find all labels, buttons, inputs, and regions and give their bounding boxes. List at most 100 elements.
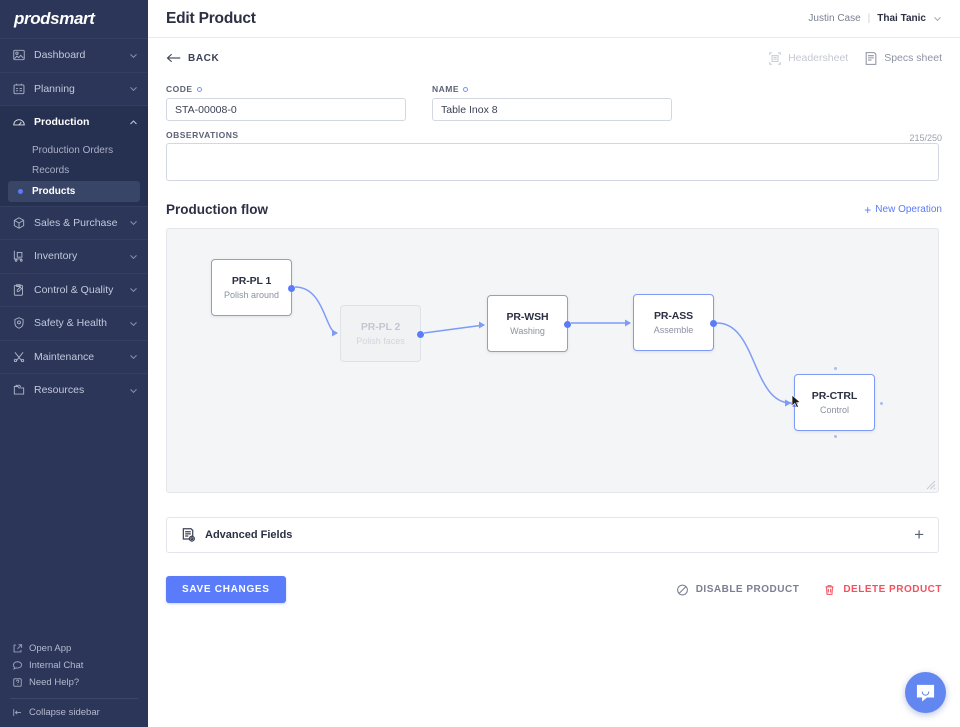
flow-node-pr-pl-1[interactable]: PR-PL 1 Polish around xyxy=(211,259,295,316)
collapse-arrow-icon xyxy=(13,709,21,716)
node-port-top[interactable] xyxy=(834,367,837,370)
box-icon xyxy=(13,216,25,229)
flow-node-desc: Assemble xyxy=(653,325,694,335)
chevron-down-icon xyxy=(130,321,137,326)
disable-product-label: DISABLE PRODUCT xyxy=(695,584,800,595)
observations-label-row: OBSERVATIONS 215/250 xyxy=(166,130,942,143)
save-changes-button[interactable]: SAVE CHANGES xyxy=(166,576,286,603)
separator: | xyxy=(867,13,871,24)
headersheet-button[interactable]: Headersheet xyxy=(768,51,848,66)
flow-node-desc: Polish around xyxy=(223,290,280,300)
sidebar-label-products: Products xyxy=(32,185,76,197)
expand-plus-icon[interactable]: + xyxy=(914,525,924,544)
node-port-right-small[interactable] xyxy=(880,402,883,405)
external-link-icon xyxy=(13,644,23,653)
production-flow-canvas[interactable]: PR-PL 1 Polish around PR-PL 2 Polish fac… xyxy=(166,228,939,493)
specs-sheet-button[interactable]: Specs sheet xyxy=(864,51,942,66)
main-area: Edit Product Justin Case | Thai Tanic BA… xyxy=(148,0,960,727)
chat-launcher-button[interactable] xyxy=(905,672,946,713)
sidebar-item-records[interactable]: Records xyxy=(0,161,148,181)
chat-launcher-icon xyxy=(916,684,935,701)
clipboard-pen-icon xyxy=(13,284,23,296)
name-input[interactable]: Table Inox 8 xyxy=(432,98,672,121)
content: CODE STA-00008-0 NAME Table Inox 8 xyxy=(148,84,960,603)
sidebar-item-dashboard[interactable]: Dashboard xyxy=(0,38,148,72)
advanced-fields-panel[interactable]: Advanced Fields + xyxy=(166,517,939,553)
code-field-group: CODE STA-00008-0 xyxy=(166,84,406,121)
node-port-right[interactable] xyxy=(288,285,295,292)
sidebar-item-production-orders[interactable]: Production Orders xyxy=(0,141,148,161)
sidebar-label-dashboard: Dashboard xyxy=(34,49,86,62)
sidebar-item-sales-purchase[interactable]: Sales & Purchase xyxy=(0,205,148,240)
disable-circle-icon xyxy=(676,584,688,595)
observations-textarea[interactable] xyxy=(166,143,939,181)
flow-node-pr-wsh[interactable]: PR-WSH Washing xyxy=(487,295,571,352)
sidebar-item-resources[interactable]: Resources xyxy=(0,373,148,407)
collapse-sidebar-button[interactable]: Collapse sidebar xyxy=(0,704,148,721)
node-port-right[interactable] xyxy=(417,331,424,338)
sidebar-need-help[interactable]: Need Help? xyxy=(0,674,148,691)
sidebar-label-sales-purchase: Sales & Purchase xyxy=(34,216,118,229)
sidebar-open-app[interactable]: Open App xyxy=(0,640,148,657)
production-flow-title: Production flow xyxy=(166,202,268,217)
account-area[interactable]: Justin Case | Thai Tanic xyxy=(808,13,942,24)
name-field-group: NAME Table Inox 8 xyxy=(432,84,672,121)
sidebar-label-inventory: Inventory xyxy=(34,250,78,263)
node-port-bottom[interactable] xyxy=(834,435,837,438)
flow-node-code: PR-PL 2 xyxy=(360,321,401,333)
name-label: NAME xyxy=(432,84,460,94)
back-button[interactable]: BACK xyxy=(166,52,219,64)
flow-node-desc: Polish faces xyxy=(356,336,405,346)
sidebar-item-maintenance[interactable]: Maintenance xyxy=(0,339,148,374)
flow-node-desc: Washing xyxy=(510,326,545,336)
delete-product-button[interactable]: DELETE PRODUCT xyxy=(823,583,942,597)
new-operation-button[interactable]: + New Operation xyxy=(864,202,942,217)
disable-product-button[interactable]: DISABLE PRODUCT xyxy=(676,583,800,597)
sidebar-item-safety-health[interactable]: Safety & Health xyxy=(0,306,148,340)
sidebar-item-inventory[interactable]: Inventory xyxy=(0,239,148,273)
primary-fields: CODE STA-00008-0 NAME Table Inox 8 xyxy=(166,84,942,121)
inventory-icon xyxy=(13,251,23,262)
node-port-right[interactable] xyxy=(564,321,571,328)
sidebar-item-production[interactable]: Production xyxy=(0,105,148,139)
advanced-fields-icon xyxy=(182,528,195,542)
org-name: Thai Tanic xyxy=(877,13,926,24)
headersheet-icon xyxy=(769,51,781,65)
brand-logo[interactable]: prodsmart xyxy=(0,0,148,38)
observations-counter: 215/250 xyxy=(909,133,942,143)
flow-node-pr-pl-2[interactable]: PR-PL 2 Polish faces xyxy=(340,305,424,362)
chevron-down-icon xyxy=(130,388,137,393)
code-input[interactable]: STA-00008-0 xyxy=(166,98,406,121)
destructive-actions: DISABLE PRODUCT DELETE PRODUCT xyxy=(676,583,942,597)
collapse-sidebar-label: Collapse sidebar xyxy=(29,707,100,718)
planning-icon xyxy=(13,83,25,94)
node-port-left[interactable] xyxy=(791,400,798,407)
advanced-fields-label: Advanced Fields xyxy=(205,529,293,541)
sidebar-nav: Dashboard Planning Production xyxy=(0,38,148,640)
sidebar-internal-chat-label: Internal Chat xyxy=(29,660,84,671)
sidebar-label-production-orders: Production Orders xyxy=(32,145,114,156)
sidebar-item-products[interactable]: Products xyxy=(8,180,140,202)
sidebar-item-control-quality[interactable]: Control & Quality xyxy=(0,272,148,307)
sidebar-label-safety-health: Safety & Health xyxy=(34,317,107,330)
observations-label: OBSERVATIONS xyxy=(166,130,239,140)
sidebar-item-planning[interactable]: Planning xyxy=(0,71,148,106)
flow-node-desc: Control xyxy=(819,405,849,415)
sidebar-internal-chat[interactable]: Internal Chat xyxy=(0,657,148,674)
sidebar-label-maintenance: Maintenance xyxy=(34,350,95,363)
specs-sheet-label: Specs sheet xyxy=(884,52,942,64)
flow-node-code: PR-WSH xyxy=(506,311,549,323)
required-indicator-icon xyxy=(196,86,202,92)
flow-node-pr-ass[interactable]: PR-ASS Assemble xyxy=(633,294,717,351)
chevron-down-icon[interactable] xyxy=(933,14,942,23)
node-port-right[interactable] xyxy=(710,320,717,327)
canvas-resize-handle[interactable] xyxy=(926,480,936,490)
production-flow-header: Production flow + New Operation xyxy=(166,202,942,217)
chevron-down-icon xyxy=(130,221,137,226)
name-input-value: Table Inox 8 xyxy=(441,103,498,116)
flow-node-pr-ctrl[interactable]: PR-CTRL Control xyxy=(791,367,883,438)
code-input-value: STA-00008-0 xyxy=(175,103,237,116)
plus-icon: + xyxy=(864,202,872,217)
action-bar: SAVE CHANGES DISABLE PRODUCT DELETE PROD… xyxy=(166,576,942,603)
